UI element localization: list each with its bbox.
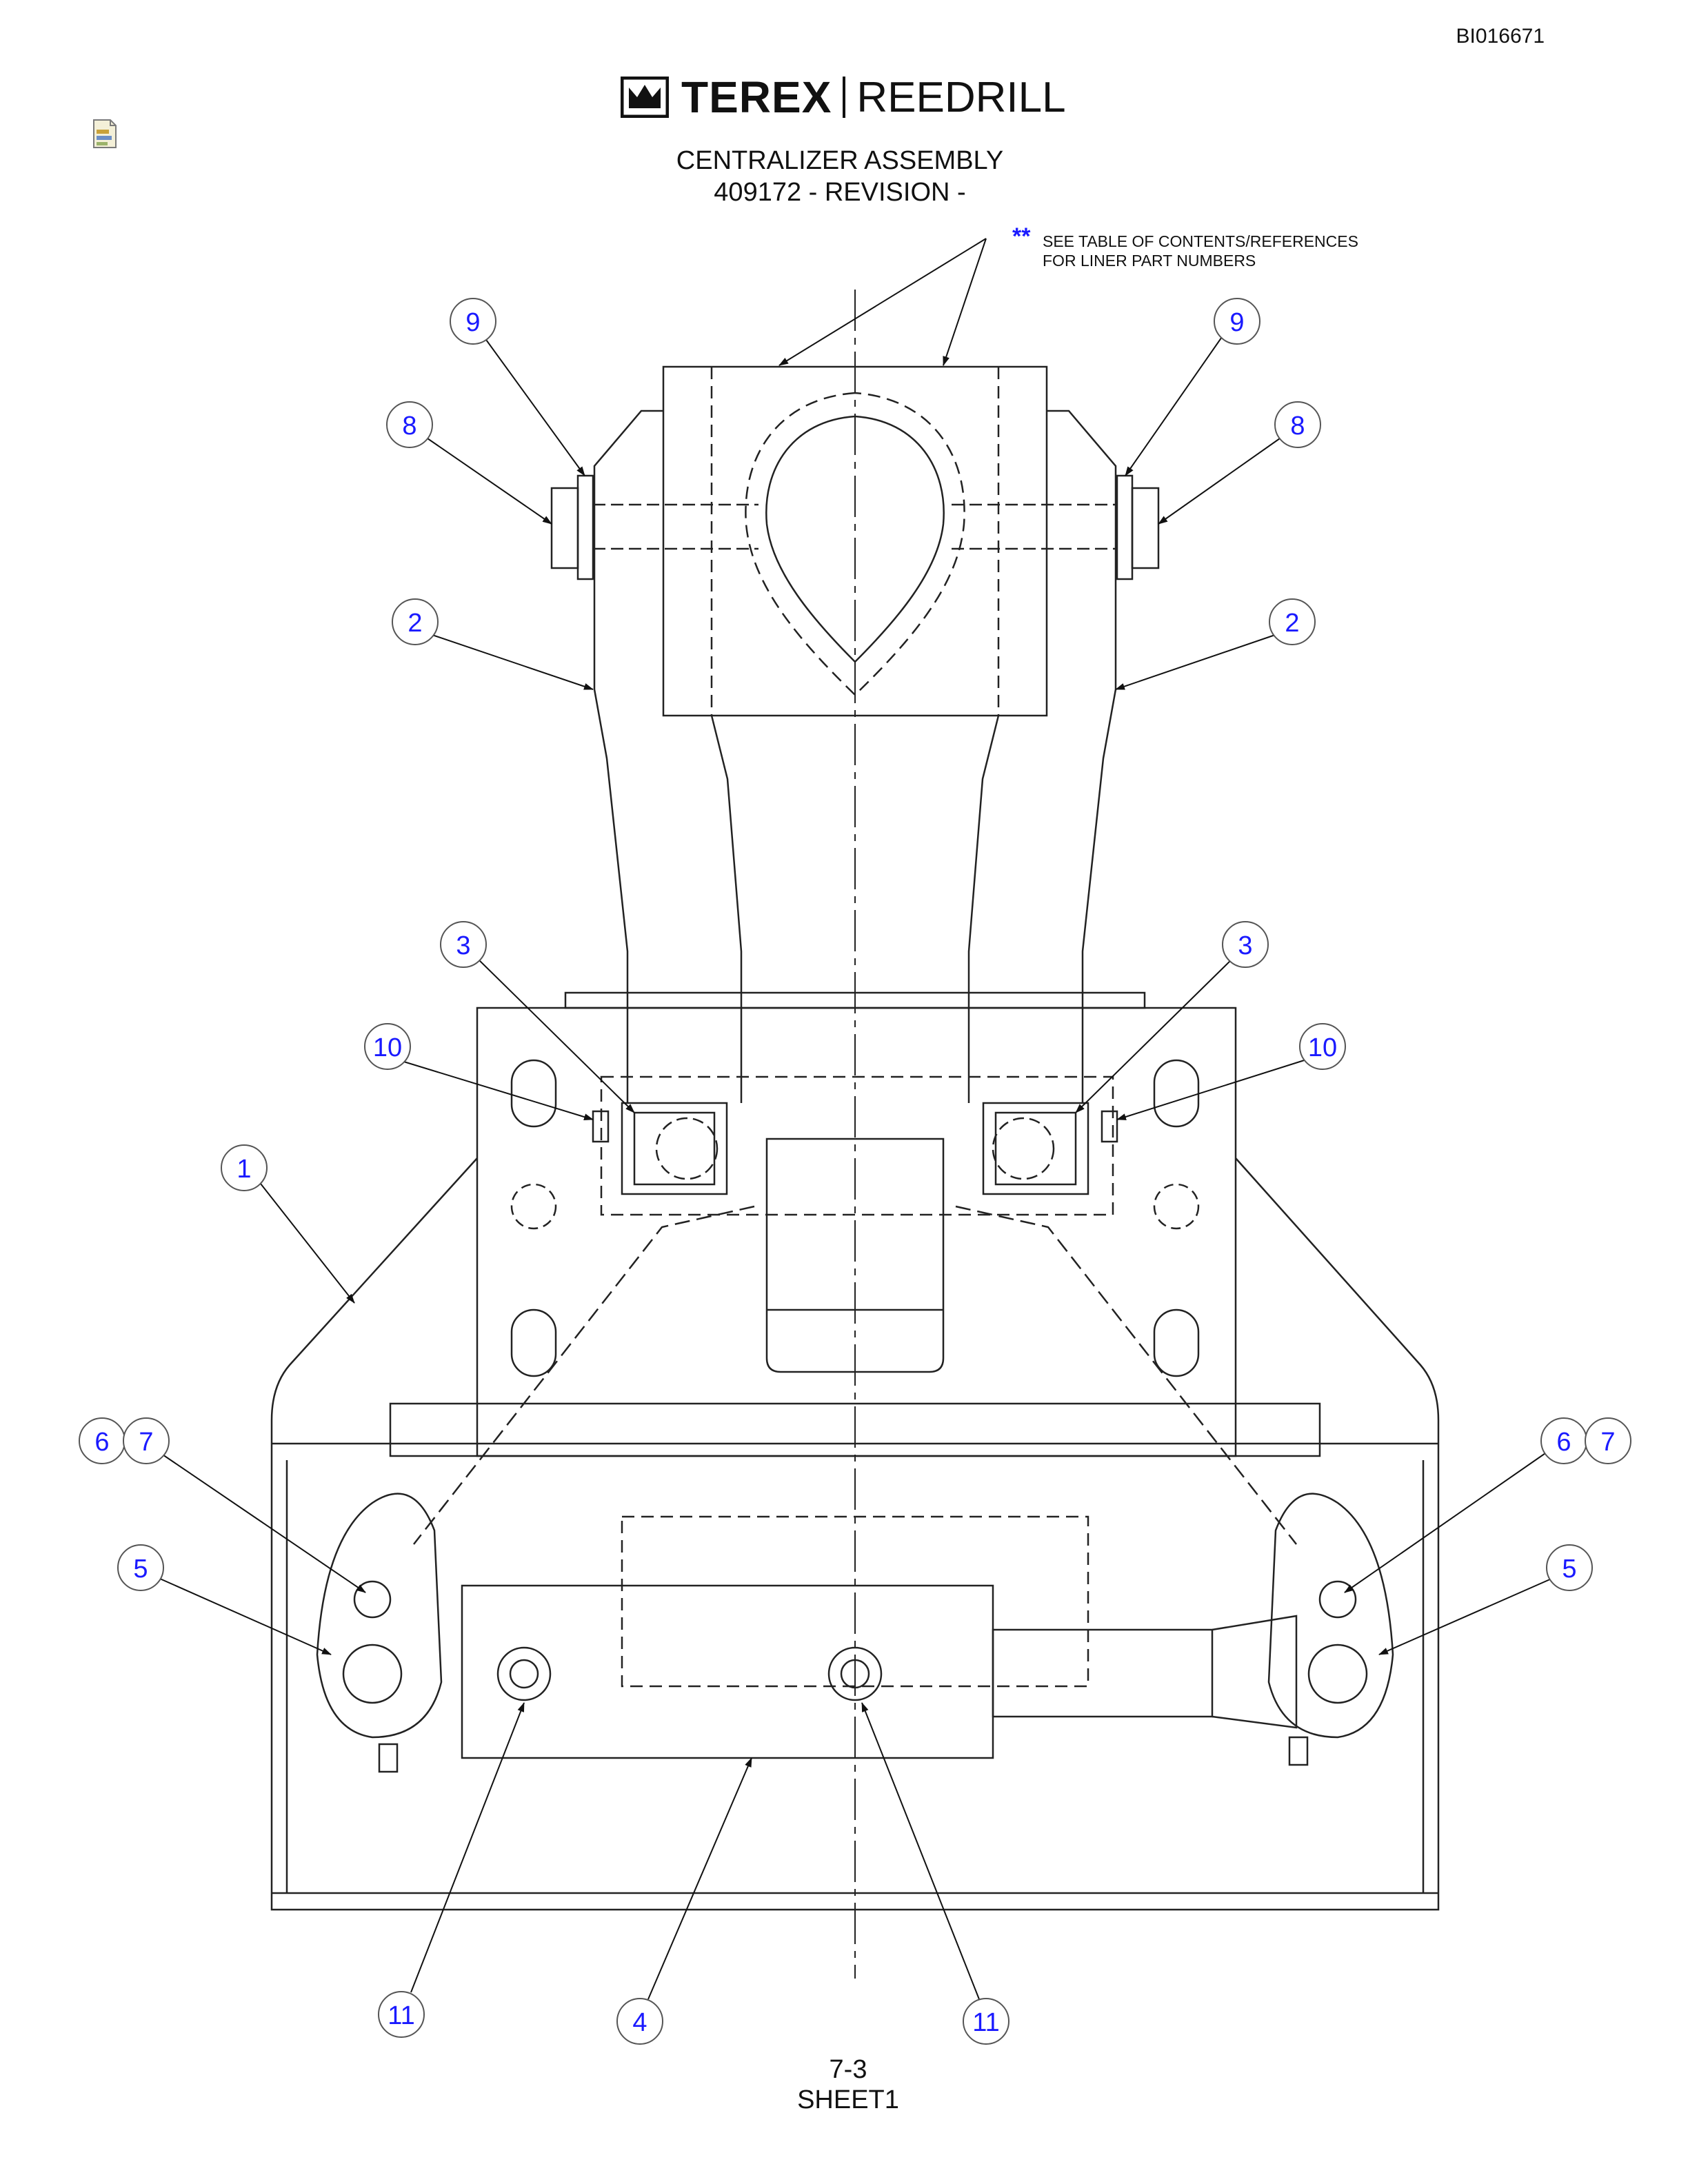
callout-8-right-label: 8	[1290, 412, 1305, 441]
callout-5-right-label: 5	[1562, 1555, 1576, 1584]
page-number: 7-3	[829, 2055, 867, 2084]
callout-10-right-label: 10	[1308, 1033, 1337, 1062]
callout-2-right-label: 2	[1285, 609, 1299, 638]
callout-9-right-label: 9	[1229, 308, 1244, 337]
note-marker: **	[1012, 223, 1031, 250]
callout-7-left	[123, 1417, 170, 1464]
callout-6-right-label: 6	[1556, 1428, 1571, 1457]
callout-8-right	[1274, 401, 1321, 448]
arm-left	[593, 689, 629, 1103]
brand-separator	[843, 77, 846, 118]
callout-4-label: 4	[632, 2008, 647, 2037]
callout-7-right-label: 7	[1600, 1428, 1615, 1457]
callout-3-right-label: 3	[1238, 931, 1252, 960]
callout-9-right	[1214, 298, 1260, 345]
bolt-left-head	[550, 487, 579, 569]
callout-2-left	[392, 598, 439, 645]
callout-11-right	[963, 1998, 1009, 2045]
callout-6-left-label: 6	[94, 1428, 109, 1457]
callout-2-left-label: 2	[408, 609, 422, 638]
attachment-icon[interactable]	[91, 119, 119, 149]
callout-11-right-label: 11	[972, 2008, 999, 2037]
callout-4	[616, 1998, 663, 2045]
page-footer: 7-3 SHEET1	[0, 2054, 1688, 2115]
callout-8-left	[386, 401, 433, 448]
callout-5-left	[117, 1544, 164, 1591]
liner-note: SEE TABLE OF CONTENTS/REFERENCES FOR LIN…	[1043, 232, 1358, 270]
clamp-block	[662, 365, 1048, 717]
frame-body	[270, 1157, 1440, 1911]
brand-logo: TEREX REEDRILL	[621, 72, 1066, 122]
callout-10-left	[364, 1023, 411, 1070]
cylinder-barrel	[461, 1584, 994, 1759]
callout-7-left-label: 7	[139, 1428, 153, 1457]
callout-10-right	[1299, 1023, 1346, 1070]
callout-5-right	[1546, 1544, 1593, 1591]
callout-2-right	[1269, 598, 1316, 645]
callout-9-left	[450, 298, 496, 345]
callout-3-left-label: 3	[456, 931, 470, 960]
block-left	[621, 1102, 728, 1195]
brand-primary: TEREX	[681, 72, 832, 122]
callout-8-left-label: 8	[402, 412, 416, 441]
bolt-right-head	[1131, 487, 1160, 569]
liner-bore	[765, 415, 945, 663]
brand-secondary: REEDRILL	[856, 73, 1066, 121]
center-pad	[765, 1138, 945, 1373]
callout-3-right	[1222, 921, 1269, 968]
callout-1-label: 1	[237, 1155, 251, 1184]
drawing-title: CENTRALIZER ASSEMBLY 409172 - REVISION -	[0, 145, 1688, 208]
document-id: BI016671	[1456, 25, 1545, 48]
callout-7-right	[1585, 1417, 1631, 1464]
callout-1	[221, 1144, 268, 1191]
note-line-1: SEE TABLE OF CONTENTS/REFERENCES	[1043, 232, 1358, 250]
callout-5-left-label: 5	[133, 1555, 148, 1584]
arm-right	[1081, 689, 1117, 1103]
callout-11-left	[378, 1991, 425, 2038]
callout-11-left-label: 11	[388, 2001, 414, 2030]
terex-crown-icon	[621, 77, 669, 118]
callout-9-left-label: 9	[465, 308, 480, 337]
callout-10-left-label: 10	[373, 1033, 402, 1062]
block-right	[982, 1102, 1089, 1195]
title-line-1: CENTRALIZER ASSEMBLY	[676, 146, 1004, 175]
sheet-label: SHEET1	[797, 2085, 899, 2114]
callout-3-left	[440, 921, 487, 968]
note-line-2: FOR LINER PART NUMBERS	[1043, 252, 1256, 270]
title-line-2: 409172 - REVISION -	[714, 178, 966, 207]
cylinder-body	[621, 1515, 1089, 1688]
